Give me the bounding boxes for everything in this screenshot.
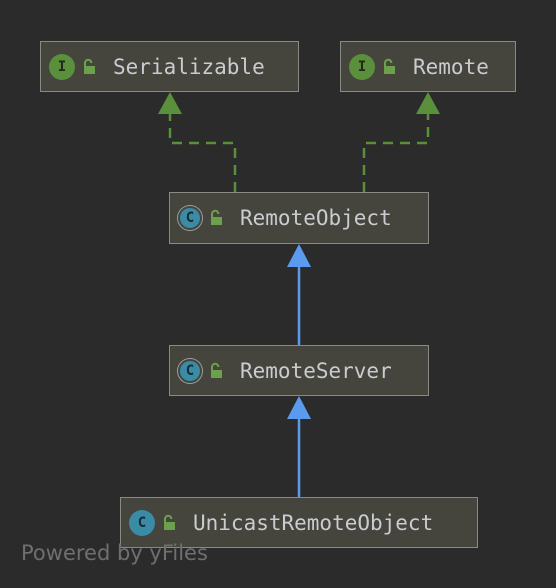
edge-remoteobject-implements-remote [362, 112, 430, 192]
edge-remoteobject-implements-serializable [168, 112, 237, 192]
node-label: Remote [413, 54, 489, 79]
unlocked-padlock-icon [384, 58, 395, 74]
extends-arrowhead-remoteobject [287, 244, 311, 267]
unlocked-padlock-icon [211, 362, 222, 378]
node-label: RemoteServer [240, 358, 392, 383]
node-serializable[interactable]: I Serializable [40, 41, 299, 92]
implements-arrowhead-serializable [158, 92, 182, 114]
powered-by-watermark: Powered by yFiles [21, 541, 208, 565]
node-remote-server[interactable]: C RemoteServer [169, 345, 429, 396]
node-unicast-remote-object[interactable]: C UnicastRemoteObject [120, 497, 478, 548]
class-badge-icon: C [129, 509, 155, 536]
unlocked-padlock-icon [84, 58, 95, 74]
node-label: UnicastRemoteObject [193, 510, 434, 535]
node-remote[interactable]: I Remote [340, 41, 516, 92]
unlocked-padlock-icon [211, 209, 222, 225]
interface-badge-icon: I [49, 53, 75, 80]
abstract-class-badge-icon: C [178, 206, 202, 230]
extends-arrowhead-remoteserver [287, 396, 311, 419]
node-label: Serializable [113, 54, 265, 79]
node-label: RemoteObject [240, 206, 392, 230]
node-remote-object[interactable]: C RemoteObject [169, 192, 429, 244]
abstract-class-badge-icon: C [178, 358, 202, 383]
implements-arrowhead-remote [416, 92, 440, 114]
unlocked-padlock-icon [164, 514, 175, 530]
interface-badge-icon: I [349, 53, 375, 80]
